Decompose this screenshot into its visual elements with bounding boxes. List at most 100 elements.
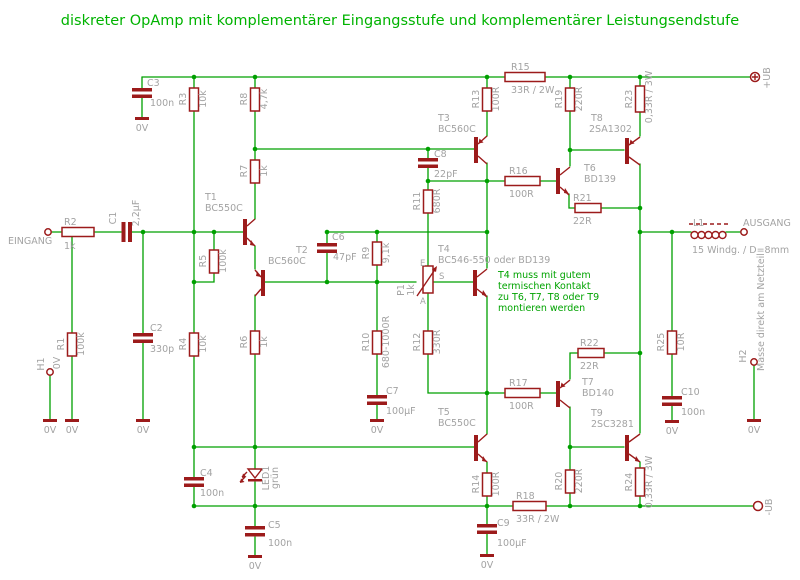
part-name: R8	[239, 93, 250, 106]
part-name: R11	[412, 192, 423, 211]
resistor-R2: R2 1k	[61, 217, 95, 252]
wires-layer	[49, 76, 755, 556]
capacitor-C3: C3 100n	[132, 78, 174, 109]
part-value: 100n	[200, 488, 224, 499]
part-value: 100R	[509, 401, 534, 412]
part-name: C9	[497, 518, 510, 529]
resistor-R17: R17 100R	[504, 378, 541, 412]
part-value: 100µF	[386, 406, 416, 417]
part-value: 680-1000R	[381, 315, 392, 368]
resistor-R15: R15 33R / 2W	[504, 62, 555, 96]
part-name: R25	[656, 333, 667, 352]
part-name: R3	[178, 93, 189, 106]
part-value: 47pF	[333, 252, 357, 263]
led-LED1: LED1 grün	[239, 466, 281, 490]
part-name: R24	[624, 473, 635, 492]
resistor-R14: R14 100R	[471, 471, 502, 497]
note-line-3: zu T6, T7, T8 oder T9	[498, 292, 599, 303]
supply-minus-ub: -UB	[752, 499, 775, 516]
transistor-T9: T9 2SC3281	[590, 408, 641, 463]
note-line-4: montieren werden	[498, 303, 585, 314]
resistor-R4: R4 10k	[178, 332, 209, 357]
capacitor-C5: C5 100n	[245, 520, 292, 549]
part-name: C10	[681, 387, 700, 398]
part-name: R5	[198, 255, 209, 268]
capacitor-C1: C1 2,2µF	[108, 200, 142, 242]
ground-symbol: 0V	[136, 419, 150, 436]
part-value: 100n	[268, 538, 292, 549]
transistor-T1: T1 BC550C	[204, 192, 256, 247]
part-value: 22R	[573, 216, 592, 227]
part-name: R18	[516, 491, 535, 502]
part-name: R16	[509, 166, 528, 177]
part-value: 33R / 2W	[516, 514, 560, 525]
part-name: R22	[580, 338, 599, 349]
resistor-R7: R7 1k	[239, 159, 270, 184]
ground-symbol: 0V	[248, 555, 262, 572]
schematic-title: diskreter OpAmp mit komplementärer Einga…	[61, 13, 739, 29]
part-value: 100µF	[497, 538, 527, 549]
part-value: 100n	[150, 98, 174, 109]
part-value: BC546-550 oder BD139	[438, 255, 550, 266]
part-value: 330R	[432, 329, 443, 354]
part-name: T5	[437, 407, 450, 418]
resistor-R10: R10 680-1000R	[361, 315, 392, 368]
vminus-label: -UB	[764, 499, 775, 516]
ground-symbol: 0V	[370, 419, 384, 436]
part-value: 10k	[198, 335, 209, 353]
part-name: C5	[268, 520, 281, 531]
part-value: 220R	[574, 468, 585, 493]
ground-symbol: 0V	[480, 554, 494, 571]
pin-label-e: E	[420, 259, 425, 269]
resistor-R18: R18 33R / 2W	[512, 491, 560, 525]
part-value: 330p	[150, 344, 174, 355]
mount-H2: H2 Masse direkt am Netzteil	[738, 253, 767, 371]
part-name: R19	[554, 90, 565, 109]
part-name: R14	[471, 475, 482, 494]
part-name: C8	[434, 149, 447, 160]
part-value: 9,1k	[381, 242, 392, 263]
resistor-R22: R22 22R	[577, 338, 605, 372]
part-value: 2,2µF	[131, 200, 142, 227]
part-name: R4	[178, 338, 189, 351]
part-name: T8	[590, 113, 603, 124]
part-value: 100R	[491, 471, 502, 496]
mount-H1: H1 0V	[36, 356, 63, 376]
part-name: C1	[108, 212, 119, 225]
note-t4: T4 muss mit gutem termischen Kontakt zu …	[497, 270, 599, 314]
ground-symbol: 0V	[665, 420, 679, 437]
part-name: R7	[239, 165, 250, 178]
capacitor-C4: C4 100n	[184, 468, 224, 499]
capacitor-C8: C8 22pF	[418, 149, 458, 180]
resistor-R16: R16 100R	[504, 166, 541, 200]
part-value: 15 Windg. / D=8mm	[692, 245, 789, 256]
part-value: 10R	[676, 332, 687, 351]
transistor-T8: T8 2SA1302	[589, 113, 641, 166]
pad-eingang: EINGANG	[8, 228, 52, 247]
part-name: R23	[624, 90, 635, 109]
part-name: T1	[204, 192, 217, 203]
capacitor-C6: C6 47pF	[317, 232, 357, 263]
part-name: R12	[412, 333, 423, 352]
resistor-R13: R13 100R	[471, 86, 502, 112]
output-label: AUSGANG	[743, 218, 791, 229]
capacitor-C2: C2 330p	[133, 323, 174, 355]
part-value: 1k	[259, 165, 270, 177]
gnd-label: 0V	[137, 425, 150, 436]
gnd-label: 0V	[371, 425, 384, 436]
transistor-T2: T2 BC560C	[254, 245, 308, 297]
part-name: C6	[332, 232, 345, 243]
gnd-label: 0V	[136, 123, 149, 134]
part-name: H1	[36, 357, 47, 370]
part-value: 1k	[406, 284, 417, 296]
part-name: P1	[396, 284, 407, 296]
part-value: 100k	[218, 249, 229, 273]
resistor-R21: R21 22R	[573, 193, 602, 227]
part-value: 680R	[432, 188, 443, 213]
capacitor-C9: C9 100µF	[477, 518, 527, 549]
gnd-label: 0V	[249, 561, 262, 572]
part-name: T7	[581, 377, 594, 388]
part-value: BD140	[582, 388, 614, 399]
part-value: 2SA1302	[589, 124, 632, 135]
